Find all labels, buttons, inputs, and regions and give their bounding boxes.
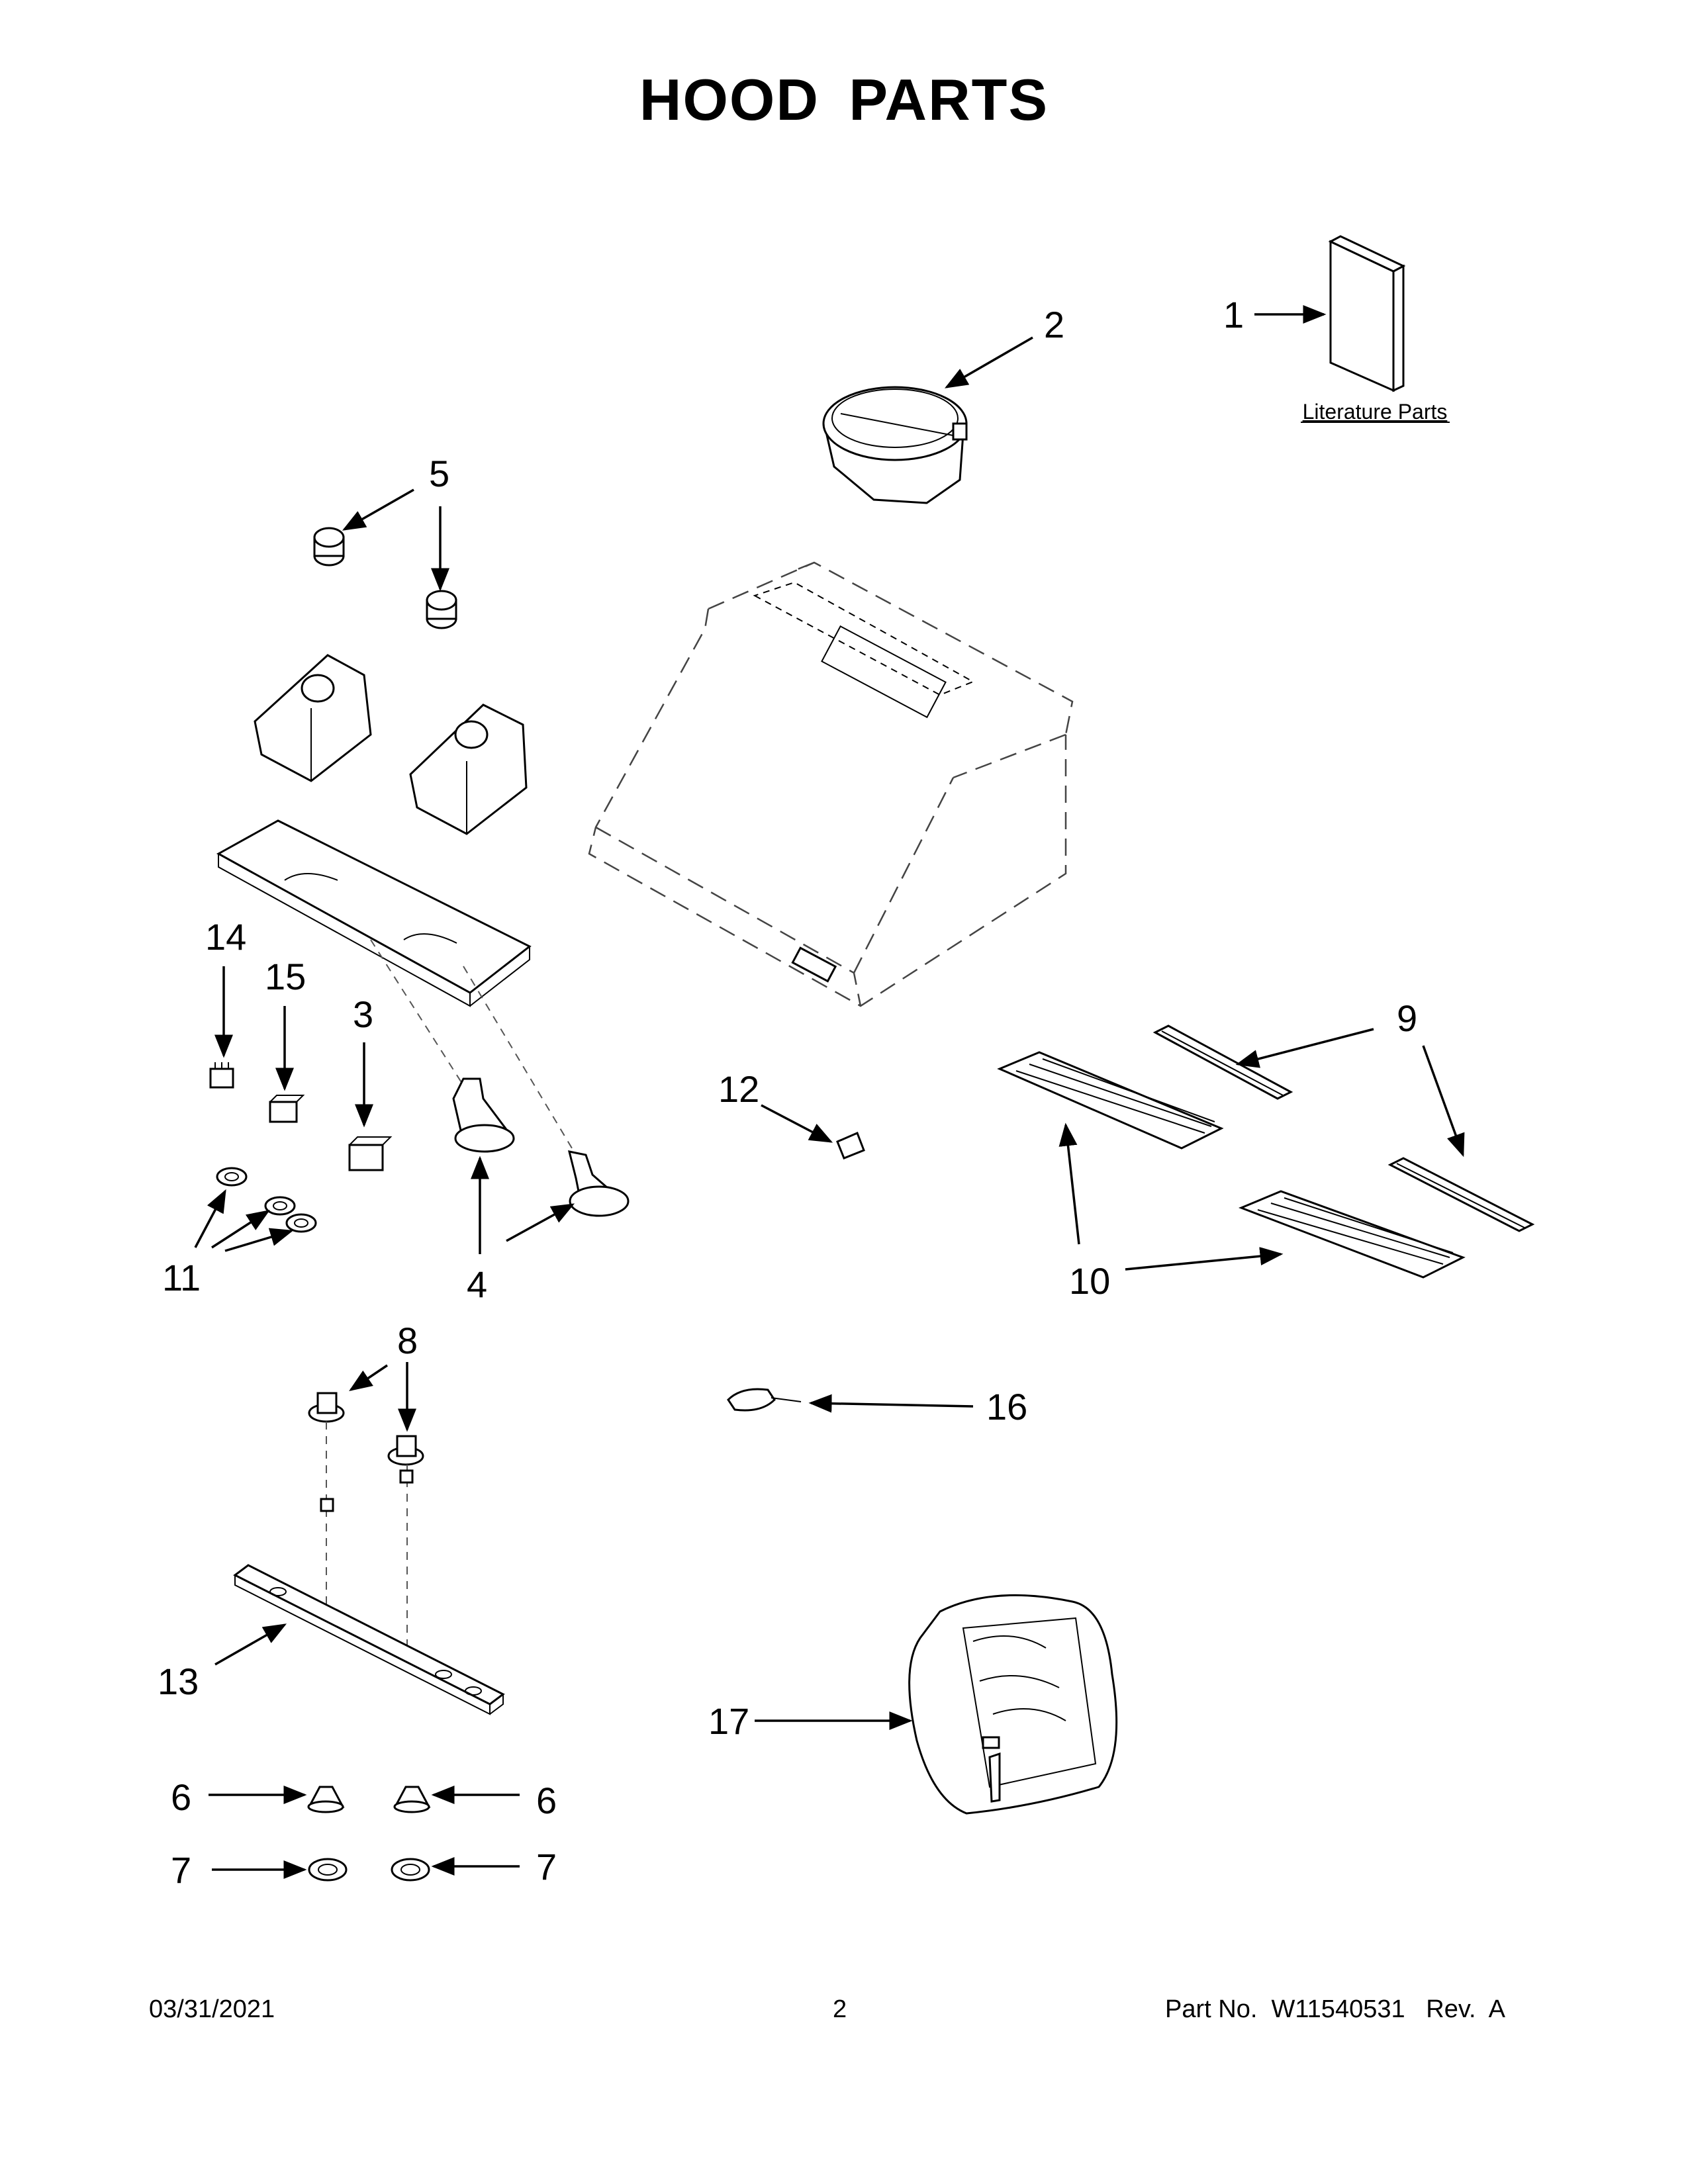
roller-1	[216, 1167, 248, 1187]
hardware-bag	[908, 1594, 1118, 1815]
literature-book	[1328, 235, 1406, 392]
callout-3: 3	[353, 993, 373, 1035]
blower-motor	[822, 386, 968, 504]
switch-15	[269, 1095, 305, 1123]
lamp-cone-left	[307, 1786, 345, 1813]
lamp-socket-left	[308, 1392, 345, 1608]
callout-6-right: 6	[536, 1780, 557, 1821]
footer-part-number: Part No. W11540531 Rev. A	[1165, 1995, 1505, 2023]
lamp-trim-right	[391, 1858, 430, 1882]
lamp-bracket	[233, 1564, 505, 1715]
filter-channel-upper	[1152, 1024, 1293, 1100]
callout-5: 5	[429, 453, 449, 494]
grease-filter-lower	[1238, 1190, 1466, 1279]
callout-7-right: 7	[536, 1846, 557, 1888]
callout-4: 4	[467, 1263, 487, 1305]
callout-8: 8	[397, 1320, 418, 1361]
callout-6-left: 6	[171, 1776, 191, 1818]
hood-body	[588, 561, 1074, 1007]
callout-7-left: 7	[171, 1849, 191, 1891]
callout-9: 9	[1397, 997, 1417, 1039]
callout-arrows	[194, 305, 1465, 1879]
callout-17: 17	[708, 1700, 749, 1742]
callout-2: 2	[1044, 304, 1064, 345]
grease-filter-upper	[997, 1051, 1224, 1150]
callout-10: 10	[1069, 1260, 1110, 1302]
footer-date: 03/31/2021	[149, 1995, 275, 2023]
callout-16: 16	[986, 1386, 1027, 1428]
lamp-cone-right	[393, 1786, 431, 1813]
roller-3	[285, 1213, 317, 1233]
light-bracket	[216, 819, 532, 1007]
filter-channel-lower	[1387, 1157, 1535, 1232]
switch-14	[209, 1062, 234, 1089]
control-box-right	[409, 704, 528, 835]
callout-11: 11	[162, 1257, 201, 1298]
clip-12	[836, 1132, 865, 1160]
roller-2	[264, 1196, 296, 1216]
callout-15: 15	[265, 956, 306, 997]
page-title: HOOD PARTS	[639, 67, 1049, 132]
literature-parts-label: Literature Parts	[1303, 400, 1448, 424]
lamp-trim-left	[308, 1858, 348, 1882]
module-3	[348, 1136, 393, 1171]
lamp-socket-right	[387, 1435, 424, 1655]
callout-1: 1	[1223, 294, 1244, 336]
lamp-assembly-left	[370, 939, 515, 1153]
control-box-left	[254, 654, 372, 782]
callout-14: 14	[205, 916, 246, 958]
wire-harness	[727, 1388, 802, 1412]
control-knob-lower	[426, 590, 457, 629]
lamp-assembly-right	[463, 966, 630, 1217]
callout-13: 13	[158, 1661, 199, 1702]
callout-12: 12	[718, 1068, 759, 1110]
control-knob-upper	[313, 527, 345, 567]
footer-page-number: 2	[833, 1995, 847, 2023]
